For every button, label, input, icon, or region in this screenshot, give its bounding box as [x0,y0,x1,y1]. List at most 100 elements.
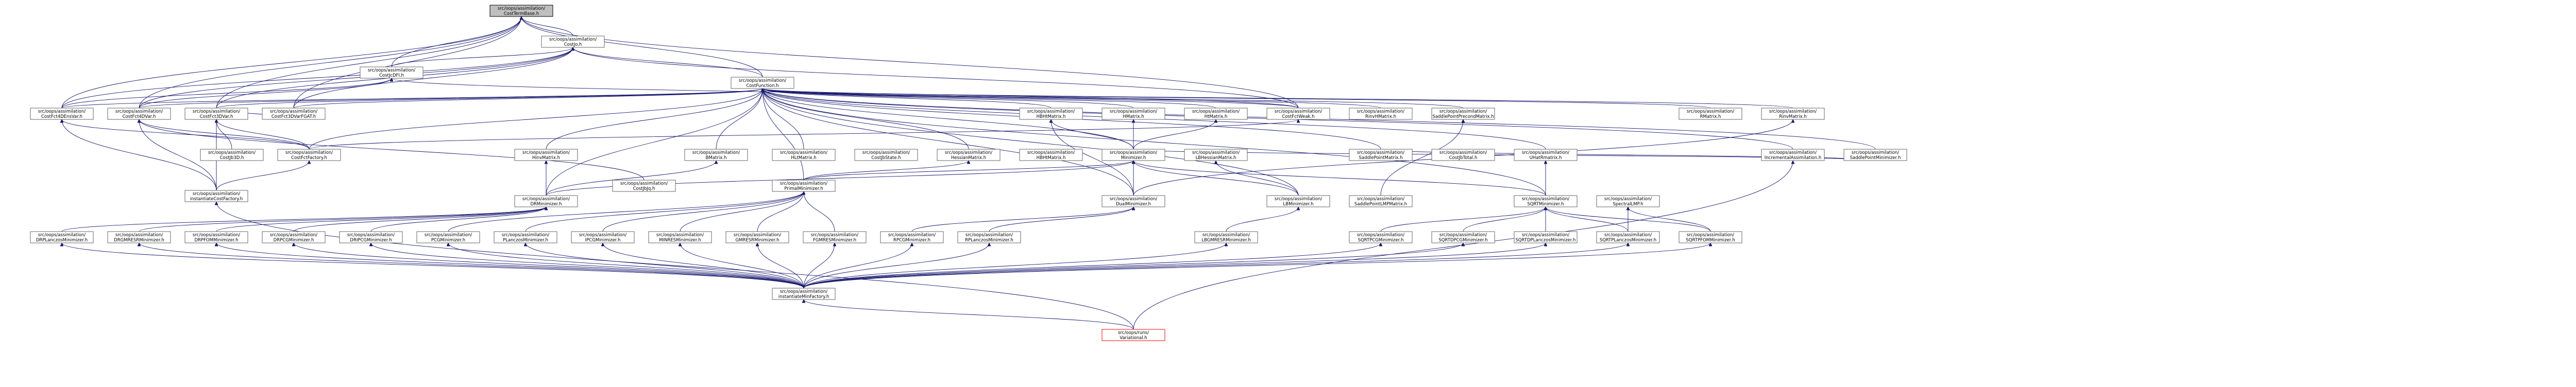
node-filename-pcgminimizer: PCGMinimizer.h [431,238,465,243]
node-saddlepointlmpmatrix[interactable]: src/oops/assimilation/SaddlePointLMPMatr… [1349,195,1413,207]
node-costjcdfi[interactable]: src/oops/assimilation/CostJcDFI.h [360,66,423,79]
node-box-sqrtminimizer [1514,195,1578,207]
node-rplanczos[interactable]: src/oops/assimilation/RPLanczosMinimizer… [957,231,1021,243]
node-box-costjbtotal [1431,149,1495,161]
node-bmatrix[interactable]: src/oops/assimilation/BMatrix.h [684,149,748,161]
node-costjb3d[interactable]: src/oops/assimilation/CostJb3D.h [200,149,264,161]
node-sqrtminimizer[interactable]: src/oops/assimilation/SQRTMinimizer.h [1514,195,1578,207]
edge-pcgminimizer-to-primalminimizer [448,191,804,232]
node-costtermbase[interactable]: src/oops/assimilation/CostTermBase.h [489,5,553,17]
node-gmresr[interactable]: src/oops/assimilation/GMRESRMinimizer.h [725,231,789,243]
node-box-saddlepointminimizer [1843,149,1907,161]
node-filename-rplanczos: RPLanczosMinimizer.h [965,238,1013,243]
node-rinvmatrix[interactable]: src/oops/assimilation/RinvMatrix.h [1761,108,1825,120]
node-dualminimizer[interactable]: src/oops/assimilation/DualMinimizer.h [1101,195,1165,207]
node-costfctfactory[interactable]: src/oops/assimilation/CostFctFactory.h [277,149,341,161]
node-label-costfct4dvar: src/oops/assimilation/ [115,109,163,114]
node-box-hmatrix2 [1184,108,1248,120]
node-lbgmresr[interactable]: src/oops/assimilation/LBGMRESRMinimizer.… [1194,231,1258,243]
node-hbhtmat[interactable]: src/oops/assimilation/HBHtMatrix.h [1019,149,1083,161]
node-label-minres: src/oops/assimilation/ [656,233,704,238]
node-sqrtpfom[interactable]: src/oops/assimilation/SQRTPFOMMinimizer.… [1679,231,1742,243]
node-costfct4densvar[interactable]: src/oops/assimilation/CostFct4DEnsVar.h [30,108,94,120]
node-box-drgmresr [107,231,171,243]
node-sqrtplanczos[interactable]: src/oops/assimilation/SQRTPLanczosMinimi… [1596,231,1660,243]
node-spectrallmp[interactable]: src/oops/assimilation/SpectralLMP.h [1596,195,1660,207]
edge-rplanczos-to-dualminimizer [989,206,1133,232]
node-minres[interactable]: src/oops/assimilation/MINRESMinimizer.h [648,231,712,243]
node-label-dualminimizer: src/oops/assimilation/ [1110,197,1157,202]
node-rmatrix[interactable]: src/oops/assimilation/RMatrix.h [1679,108,1742,120]
node-filename-sqrtplanczos: SQRTPLanczosMinimizer.h [1600,238,1656,243]
node-box-hinvmatrix [514,149,578,161]
node-filename-costjo: CostJo.h [564,42,582,47]
node-drgmresr[interactable]: src/oops/assimilation/DRGMRESRMinimizer.… [107,231,171,243]
node-pcgminimizer[interactable]: src/oops/assimilation/PCGMinimizer.h [416,231,480,243]
edge-costjbjq-to-costfct4dvar [139,119,645,181]
node-hinvmatrix[interactable]: src/oops/assimilation/HinvMatrix.h [514,149,578,161]
node-box-rmatrix [1679,108,1742,120]
node-instantiatecostfactory[interactable]: src/oops/assimilation/instantiateCostFac… [184,190,248,202]
edge-instantiateminfactory-to-rplanczos [803,242,989,289]
node-layer: src/oops/assimilation/CostTermBase.h src/… [30,5,1907,341]
node-sqrtpcg[interactable]: src/oops/assimilation/SQRTPCGMinimizer.h [1349,231,1413,243]
node-costjbstate[interactable]: src/oops/assimilation/CostJbState.h [854,149,918,161]
node-costjo[interactable]: src/oops/assimilation/CostJo.h [541,36,605,48]
node-fgmres[interactable]: src/oops/assimilation/FGMRESMinimizer.h [803,231,867,243]
node-costfct4dvar[interactable]: src/oops/assimilation/CostFct4DVar.h [107,108,171,120]
node-primalminimizer[interactable]: src/oops/assimilation/PrimalMinimizer.h [772,180,836,192]
edge-hmatrix2-to-costfunction [762,88,1216,109]
node-filename-costjcdfi: CostJcDFI.h [379,73,404,78]
node-costfct3dvar[interactable]: src/oops/assimilation/CostFct3DVar.h [184,108,248,120]
edge-instantiatecostfactory-to-costfctfactory [216,160,309,191]
edge-costfct3dvar_fgat-to-costjo [293,47,573,109]
node-instantiateminfactory[interactable]: src/oops/assimilation/instantiateMinFact… [772,288,836,300]
node-rpcg[interactable]: src/oops/assimilation/RPCGMinimizer.h [880,231,944,243]
node-incrementalassim[interactable]: src/oops/assimilation/IncrementalAssimil… [1761,149,1825,161]
edge-costfunction-to-costjo [573,47,763,78]
node-costjbjq[interactable]: src/oops/assimilation/CostJbJq.h [612,180,676,192]
node-filename-sqrtdpcg: SQRTDPCGMinimizer.h [1438,238,1487,243]
node-costfctweak[interactable]: src/oops/assimilation/CostFctWeak.h [1266,108,1330,120]
node-saddlepointprecond[interactable]: src/oops/assimilation/SaddlePointPrecond… [1431,108,1495,120]
node-label-hmatrix2: src/oops/assimilation/ [1192,109,1240,114]
node-minimizer[interactable]: src/oops/assimilation/Minimizer.h [1101,149,1165,161]
node-variational[interactable]: src/oops/runs/Variational.h [1101,329,1165,341]
node-sqrtdplanczos[interactable]: src/oops/assimilation/SQRTDPLanczosMinim… [1514,231,1578,243]
edge-layer [62,16,1876,330]
edge-costfctfactory-to-costfunction [309,89,762,150]
node-drpcga[interactable]: src/oops/assimilation/DRIPCGMinimizer.h [339,231,403,243]
node-rinvhmatrix[interactable]: src/oops/assimilation/RinvHMatrix.h [1349,108,1413,120]
node-uhatmatrix[interactable]: src/oops/assimilation/UHatRmatrix.h [1514,149,1578,161]
node-filename-saddlepointmatrix: SaddlePointMatrix.h [1359,155,1403,161]
node-lbhessianmatrix[interactable]: src/oops/assimilation/LBHessianMatrix.h [1184,149,1248,161]
node-filename-hltmatrix: HLtMatrix.h [791,155,816,161]
node-costfunction[interactable]: src/oops/assimilation/CostFunction.h [731,77,794,89]
node-saddlepointminimizer[interactable]: src/oops/assimilation/SaddlePointMinimiz… [1843,149,1907,161]
node-filename-drminimizer: DRMinimizer.h [530,202,562,207]
node-costjbtotal[interactable]: src/oops/assimilation/CostJbTotal.h [1431,149,1495,161]
edge-instantiatecostfactory-to-costfct4densvar [62,119,217,191]
node-sqrtdpcg[interactable]: src/oops/assimilation/SQRTDPCGMinimizer.… [1431,231,1495,243]
node-box-instantiateminfactory [772,288,836,300]
node-label-costfct3dvar: src/oops/assimilation/ [193,109,240,114]
node-planczos[interactable]: src/oops/assimilation/PLanczosMinimizer.… [494,231,557,243]
node-saddlepointmatrix[interactable]: src/oops/assimilation/SaddlePointMatrix.… [1349,149,1413,161]
node-hbhtmatrix[interactable]: src/oops/assimilation/HBHtMatrix.h [1019,108,1083,120]
node-box-saddlepointlmpmatrix [1349,195,1413,207]
node-hmatrix[interactable]: src/oops/assimilation/HMatrix.h [1101,108,1165,120]
node-ipcg[interactable]: src/oops/assimilation/IPCGMinimizer.h [571,231,635,243]
node-lbminimizer[interactable]: src/oops/assimilation/LBMinimizer.h [1266,195,1330,207]
node-drpfom[interactable]: src/oops/assimilation/DRPFOMMinimizer.h [184,231,248,243]
node-hltmatrix[interactable]: src/oops/assimilation/HLtMatrix.h [772,149,836,161]
edge-planczos-to-primalminimizer [525,191,804,232]
node-hmatrix2[interactable]: src/oops/assimilation/HtMatrix.h [1184,108,1248,120]
node-drminimizer[interactable]: src/oops/assimilation/DRMinimizer.h [514,195,578,207]
edge-saddlepointprecond-to-costfunction [762,88,1464,109]
node-drplanczos[interactable]: src/oops/assimilation/DRPLanczosMinimize… [30,231,94,243]
node-hessianmatrix[interactable]: src/oops/assimilation/HessianMatrix.h [937,149,1001,161]
node-drpcg[interactable]: src/oops/assimilation/DRPCGMinimizer.h [262,231,326,243]
node-costfct3dvar_fgat[interactable]: src/oops/assimilation/CostFct3DVarFGAT.h [262,108,326,120]
edge-variational-to-instantiateminfactory [804,299,1134,330]
node-filename-ipcg: IPCGMinimizer.h [585,238,621,243]
